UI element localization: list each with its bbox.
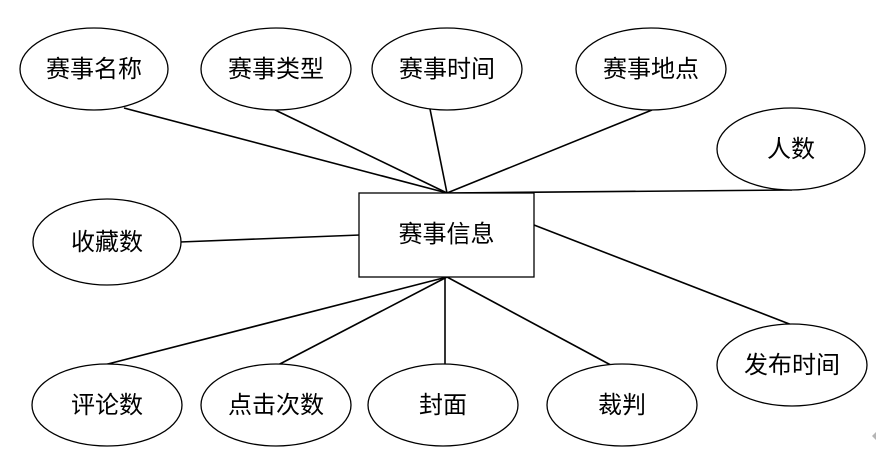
connector-comments	[99, 276, 448, 367]
attribute-referee: 裁判	[546, 363, 698, 447]
attribute-ellipse	[575, 27, 727, 111]
attribute-label: 裁判	[598, 391, 646, 419]
entity-event-info: 赛事信息	[358, 192, 535, 278]
attribute-label: 发布时间	[744, 351, 840, 379]
attribute-time: 赛事时间	[371, 27, 523, 111]
attribute-label: 赛事类型	[228, 55, 324, 83]
attribute-ellipse	[31, 363, 183, 447]
connector-favorites	[179, 234, 361, 243]
attribute-ellipse	[546, 363, 698, 447]
connector-place	[446, 109, 653, 194]
attribute-label: 赛事名称	[46, 55, 142, 83]
entity-label: 赛事信息	[399, 220, 495, 248]
attribute-label: 人数	[767, 135, 815, 163]
connector-name	[123, 107, 448, 194]
connector-type	[270, 107, 448, 194]
attribute-comments: 评论数	[31, 363, 183, 447]
attribute-ellipse	[32, 198, 182, 286]
attribute-label: 赛事地点	[603, 55, 699, 83]
attribute-cover: 封面	[367, 363, 519, 447]
attribute-label: 评论数	[71, 391, 143, 419]
attribute-ellipse	[200, 27, 352, 111]
attribute-ellipse	[200, 363, 352, 447]
attribute-label: 赛事时间	[399, 55, 495, 83]
attribute-ellipse	[716, 107, 866, 191]
attribute-publish-time: 发布时间	[716, 323, 868, 407]
connector-clicks	[275, 276, 448, 367]
attribute-ellipse	[367, 363, 519, 447]
corner-mark-icon	[872, 432, 876, 440]
attribute-place: 赛事地点	[575, 27, 727, 111]
attribute-ellipse	[19, 27, 169, 111]
attribute-label: 点击次数	[228, 391, 324, 419]
connector-time	[429, 108, 448, 194]
attribute-label: 收藏数	[71, 228, 143, 256]
connector-publish-time	[533, 224, 793, 326]
attribute-ellipse	[371, 27, 523, 111]
attribute-type: 赛事类型	[200, 27, 352, 111]
attribute-clicks: 点击次数	[200, 363, 352, 447]
attribute-label: 封面	[419, 391, 467, 419]
attribute-name: 赛事名称	[19, 27, 169, 111]
attribute-ellipse	[716, 323, 868, 407]
entity-box	[358, 192, 535, 278]
attribute-favorites: 收藏数	[32, 198, 182, 286]
connector-referee	[446, 276, 621, 371]
attribute-people: 人数	[716, 107, 866, 191]
